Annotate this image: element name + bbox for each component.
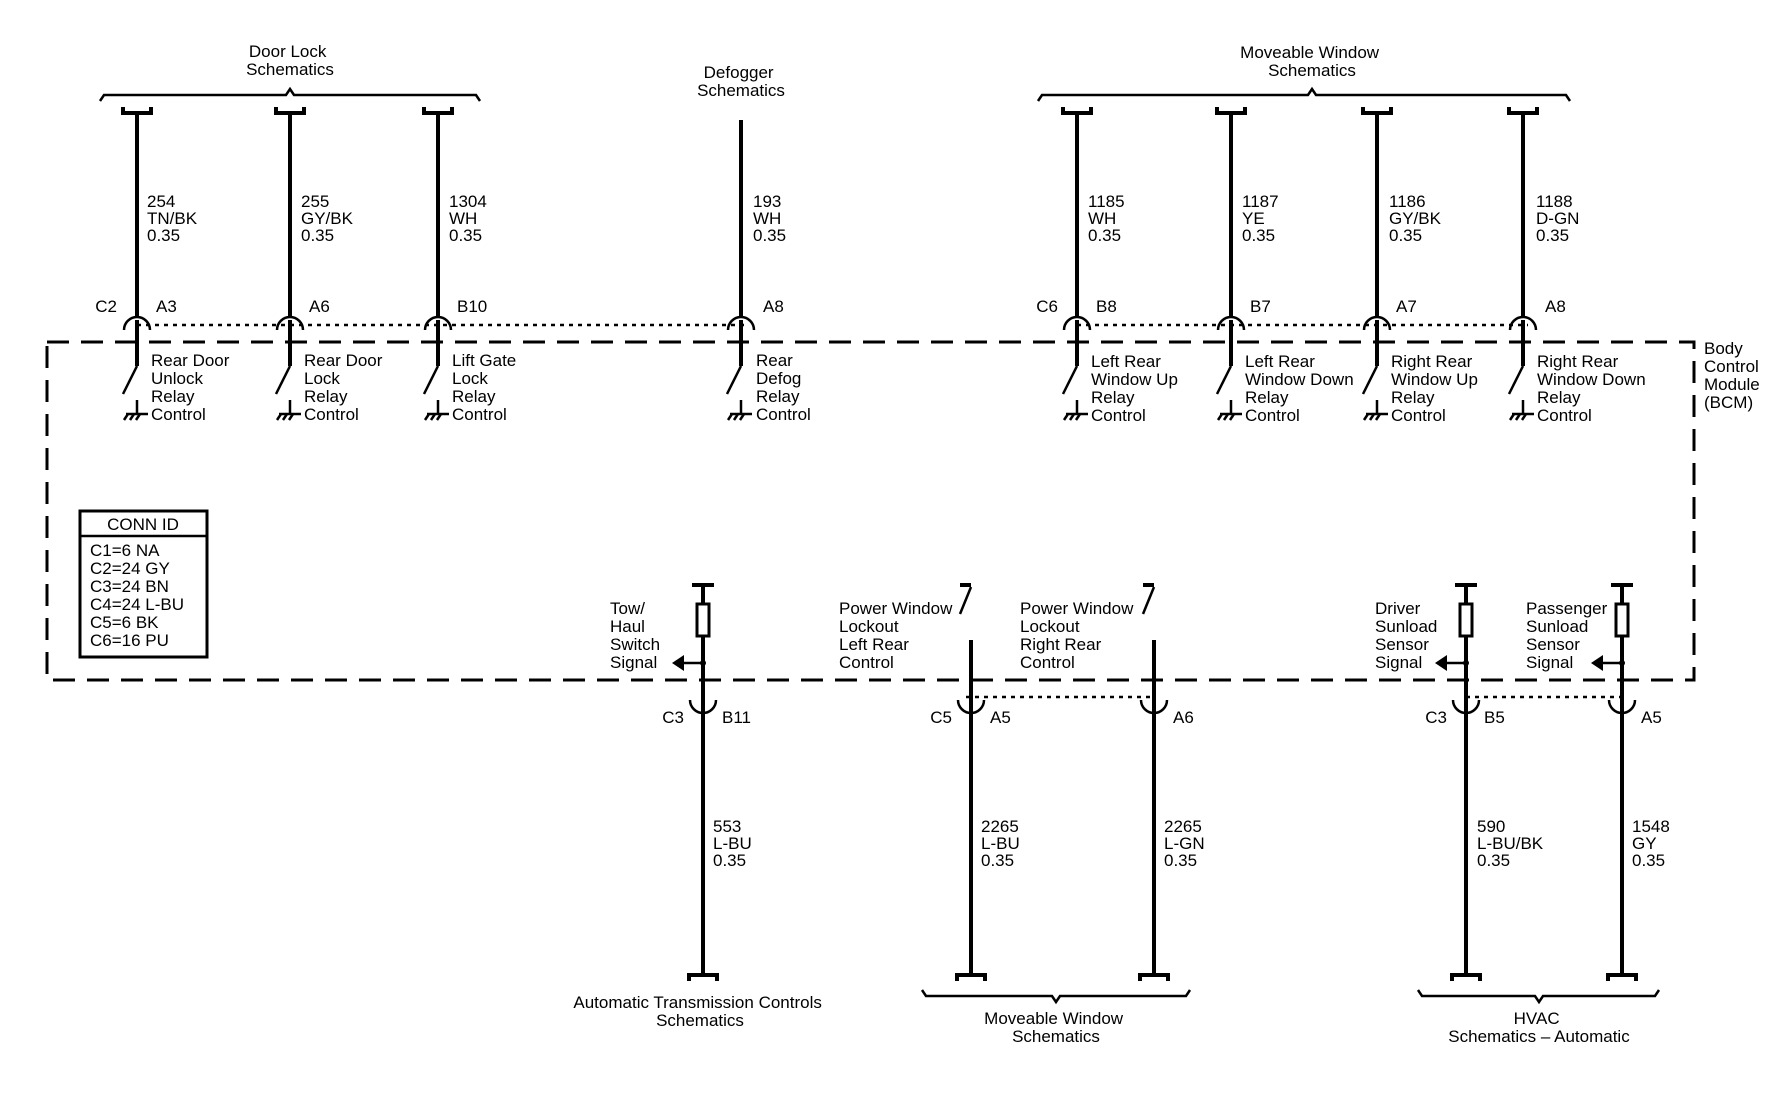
function-label: Lift Gate Lock Relay Control xyxy=(452,351,521,424)
connector-id: C3 xyxy=(1425,708,1447,727)
pin-id: A7 xyxy=(1396,297,1417,316)
conn-id-row: C1=6 NA xyxy=(90,541,160,560)
door-lock-schematics-label: Door Lock Schematics xyxy=(246,42,334,79)
moveable-window-brace xyxy=(1036,86,1572,102)
conn-id-row: C3=24 BN xyxy=(90,577,169,596)
function-label: Rear Door Lock Relay Control xyxy=(304,351,387,424)
pin-id: B7 xyxy=(1250,297,1271,316)
circuit-tow-haul-switch: Tow/ Haul Switch Signal C3 B11 553 L-BU … xyxy=(610,583,756,981)
circuit-lift-gate-lock: 1304 WH 0.35 B10 Lift Gate Lock Relay Co… xyxy=(422,107,521,424)
bcm-boundary xyxy=(45,340,1696,682)
hvac-brace xyxy=(1416,989,1661,1005)
door-lock-brace xyxy=(98,86,482,102)
defogger-schematics-label: Defogger Schematics xyxy=(697,63,785,100)
pin-id: B10 xyxy=(457,297,487,316)
function-label: Left Rear Window Down Relay Control xyxy=(1245,352,1358,425)
pin-id: A8 xyxy=(763,297,784,316)
wire-spec: 1548 GY 0.35 xyxy=(1632,817,1675,870)
function-label: Passenger Sunload Sensor Signal xyxy=(1526,599,1612,672)
pin-id: B8 xyxy=(1096,297,1117,316)
pin-id: A5 xyxy=(990,708,1011,727)
conn-id-row: C5=6 BK xyxy=(90,613,159,632)
circuit-driver-sunload-sensor: Driver Sunload Sensor Signal C3 B5 590 L… xyxy=(1375,583,1548,981)
function-label: Right Rear Window Down Relay Control xyxy=(1537,352,1650,425)
wire-spec: 193 WH 0.35 xyxy=(753,192,786,245)
function-label: Rear Door Unlock Relay Control xyxy=(151,351,234,424)
function-label: Power Window Lockout Left Rear Control xyxy=(839,599,957,672)
conn-id-row: C2=24 GY xyxy=(90,559,170,578)
pin-id: B5 xyxy=(1484,708,1505,727)
connector-id: C3 xyxy=(662,708,684,727)
function-label: Power Window Lockout Right Rear Control xyxy=(1020,599,1138,672)
function-label: Tow/ Haul Switch Signal xyxy=(610,599,665,672)
circuit-rear-door-unlock: 254 TN/BK 0.35 C2 A3 Rear Door Unlock Re… xyxy=(95,107,234,424)
circuit-power-window-lockout-right-rear: Power Window Lockout Right Rear Control … xyxy=(1020,583,1209,981)
wire-spec: 254 TN/BK 0.35 xyxy=(147,192,202,245)
hvac-schematics-label: HVAC Schematics – Automatic xyxy=(1448,1009,1630,1046)
pin-id: A3 xyxy=(156,297,177,316)
circuit-right-rear-window-down: 1188 D-GN 0.35 A8 Right Rear Window Down… xyxy=(1507,107,1650,425)
conn-id-row: C4=24 L-BU xyxy=(90,595,184,614)
moveable-window-schematics-label: Moveable Window Schematics xyxy=(1240,43,1384,80)
module-name: Body Control Module (BCM) xyxy=(1704,339,1765,412)
function-label: Right Rear Window Up Relay Control xyxy=(1391,352,1483,425)
connector-id: C6 xyxy=(1036,297,1058,316)
conn-id-table: CONN ID C1=6 NA C2=24 GY C3=24 BN C4=24 … xyxy=(78,509,209,659)
function-label: Rear Defog Relay Control xyxy=(756,351,811,424)
circuit-passenger-sunload-sensor: Passenger Sunload Sensor Signal A5 1548 … xyxy=(1526,583,1675,981)
wire-spec: 1187 YE 0.35 xyxy=(1242,192,1283,245)
connector-id: C2 xyxy=(95,297,117,316)
conn-id-title: CONN ID xyxy=(107,515,179,534)
pin-id: B11 xyxy=(722,708,751,727)
wire-spec: 590 L-BU/BK 0.35 xyxy=(1477,817,1548,870)
pin-id: A5 xyxy=(1641,708,1662,727)
bottom-moveable-window-brace xyxy=(920,989,1192,1005)
connector-id: C5 xyxy=(930,708,952,727)
circuit-rear-defog: 193 WH 0.35 A8 Rear Defog Relay Control xyxy=(725,120,811,424)
circuit-rear-door-lock: 255 GY/BK 0.35 A6 Rear Door Lock Relay C… xyxy=(274,107,387,424)
automatic-transmission-schematics-label: Automatic Transmission Controls Schemati… xyxy=(573,993,826,1030)
circuit-right-rear-window-up: 1186 GY/BK 0.35 A7 Right Rear Window Up … xyxy=(1361,107,1483,425)
pin-id: A6 xyxy=(1173,708,1194,727)
wire-spec: 1304 WH 0.35 xyxy=(449,192,492,245)
wire-spec: 553 L-BU 0.35 xyxy=(713,817,756,870)
function-label: Driver Sunload Sensor Signal xyxy=(1375,599,1442,672)
wire-spec: 1188 D-GN 0.35 xyxy=(1536,192,1584,245)
circuit-left-rear-window-up: 1185 WH 0.35 C6 B8 Left Rear Window Up R… xyxy=(1036,107,1183,425)
function-label: Left Rear Window Up Relay Control xyxy=(1091,352,1183,425)
wire-spec: 1186 GY/BK 0.35 xyxy=(1389,192,1446,245)
wire-spec: 2265 L-GN 0.35 xyxy=(1164,817,1209,870)
wire-spec: 1185 WH 0.35 xyxy=(1088,192,1129,245)
conn-id-row: C6=16 PU xyxy=(90,631,169,650)
pin-id: A8 xyxy=(1545,297,1566,316)
wire-spec: 255 GY/BK 0.35 xyxy=(301,192,358,245)
wire-spec: 2265 L-BU 0.35 xyxy=(981,817,1024,870)
pin-id: A6 xyxy=(309,297,330,316)
bottom-moveable-window-schematics-label: Moveable Window Schematics xyxy=(984,1009,1128,1046)
circuit-power-window-lockout-left-rear: Power Window Lockout Left Rear Control C… xyxy=(839,583,1024,981)
circuit-left-rear-window-down: 1187 YE 0.35 B7 Left Rear Window Down Re… xyxy=(1215,107,1358,425)
